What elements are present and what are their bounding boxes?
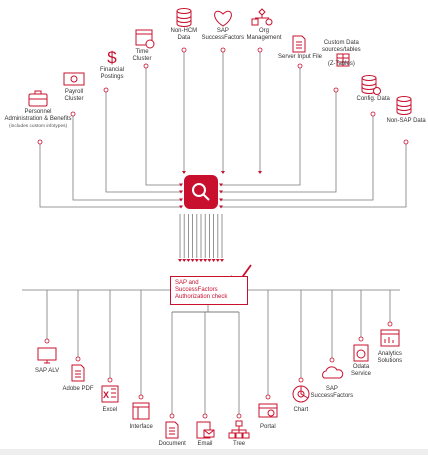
output-label-9: SAP SuccessFactors [310,386,354,399]
output-label-0: SAP ALV [35,368,60,374]
pdf-icon [71,364,85,382]
pie-chart-icon [292,385,310,403]
odata-icon [353,344,369,362]
analytics-icon [380,329,400,347]
output-label-7: Portal [260,424,276,430]
output-label-2: Excel [102,407,118,413]
calendar-clock-icon [135,29,155,49]
source-label-1: Payroll Cluster [64,89,84,102]
output-label-8: Chart [293,407,309,413]
money-icon [63,72,85,86]
source-label-0: Personnel Administration & Benefits [4,109,72,122]
source-label-9: Config. Data [356,96,390,102]
search-icon [192,183,210,201]
svg-text:$: $ [107,48,117,67]
source-label-0-sublabel: (includes custom infotypes) [9,124,68,129]
output-label-1: Adobe PDF [62,386,94,392]
search-hub [184,175,218,209]
window-icon [132,402,150,420]
email-icon [196,421,215,439]
briefcase-icon [28,90,48,107]
tree-icon [228,420,250,439]
source-label-7: Server Input File [278,54,323,60]
portal-icon [258,403,278,418]
output-label-4: Document [158,441,186,447]
source-label-10: Non-SAP Data [386,118,426,124]
output-label-6: Tree [233,441,246,447]
output-label-11: Analytics Solutions [377,351,403,364]
source-label-5: SAP SuccessFactors [201,28,245,41]
database-icon [396,96,412,115]
source-label-2: Financial Postings [100,67,125,80]
output-label-3: Interface [129,424,153,430]
cloud-icon [322,366,344,379]
svg-text:X: X [103,390,109,400]
dollar-icon: $ [107,48,117,67]
source-label-3: Time Cluster [132,49,152,62]
output-label-5: Email [197,441,213,447]
table-icon [336,53,350,67]
database-settings-icon [361,75,381,95]
authorization-check-label: SAP and SuccessFactors Authorization che… [175,280,228,300]
source-label-6: Org Management [246,28,282,41]
excel-icon: X [101,385,119,403]
output-label-10: Odata Service [351,364,372,377]
source-label-4: Non-HCM Data [170,28,198,41]
org-chart-icon [251,8,273,26]
source-label-8: Custom Data sources/tables (Z-Tables) [322,40,361,67]
authorization-check-box: SAP and SuccessFactors Authorization che… [170,276,248,305]
document-icon [165,421,179,439]
monitor-icon [37,347,57,364]
heart-icon [214,10,232,27]
database-icon [176,8,192,27]
document-icon [292,35,306,53]
footer-strip [0,449,428,455]
